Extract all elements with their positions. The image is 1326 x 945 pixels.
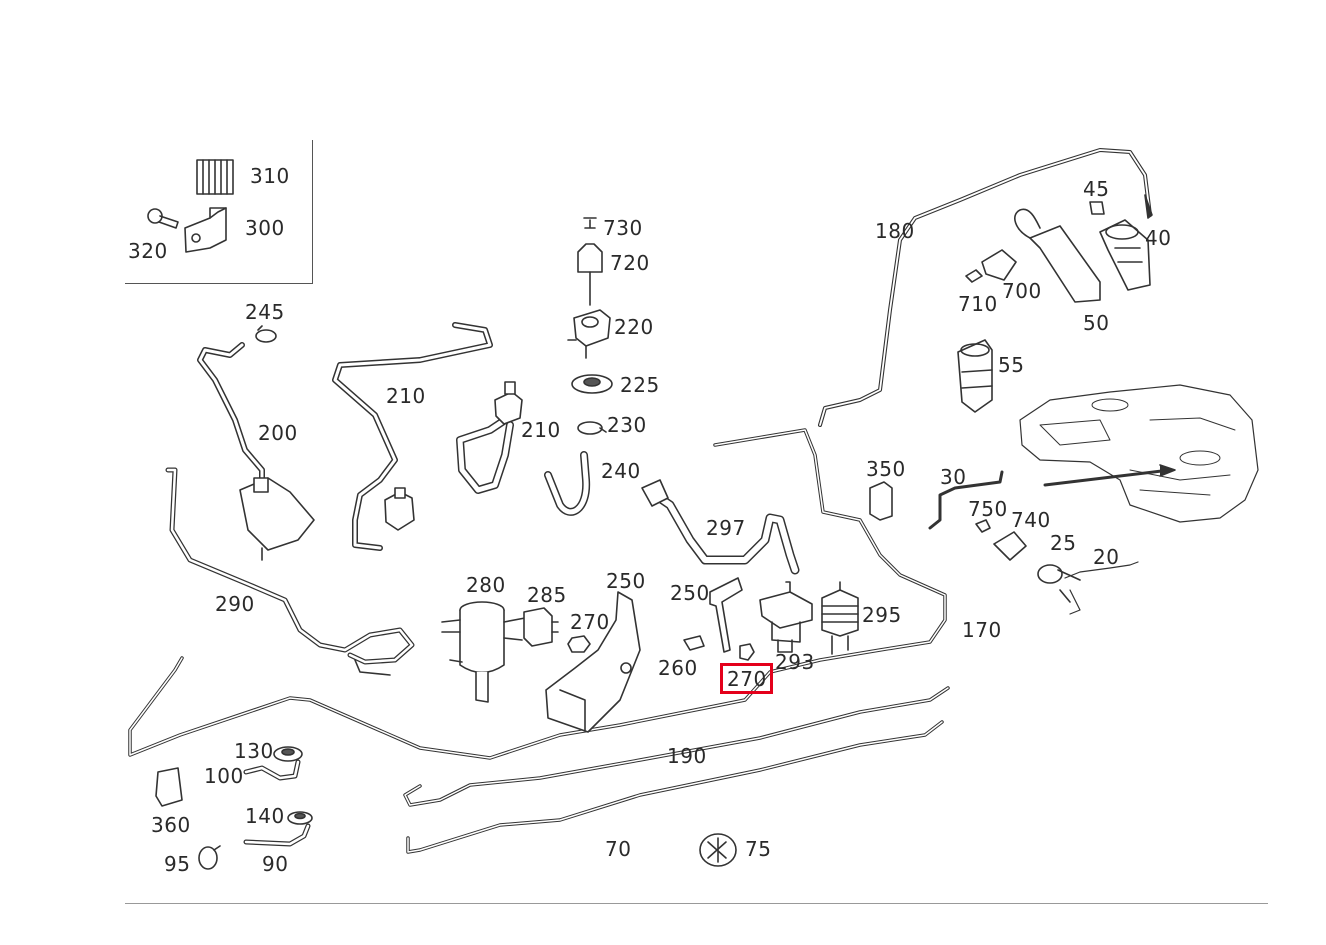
part-25-sensor-icon[interactable]	[1038, 565, 1080, 602]
label-700[interactable]: 700	[1002, 279, 1042, 303]
part-140-grommet-icon[interactable]	[288, 812, 312, 824]
label-245[interactable]: 245	[245, 300, 285, 324]
part-295-valve-icon[interactable]	[822, 582, 858, 654]
label-297[interactable]: 297	[706, 516, 746, 540]
part-350-clip-icon[interactable]	[870, 482, 892, 520]
part-280-filter-icon[interactable]	[442, 602, 525, 702]
label-270-left[interactable]: 270	[570, 610, 610, 634]
label-300[interactable]: 300	[245, 216, 285, 240]
part-40-pump-icon[interactable]	[1100, 220, 1150, 290]
label-140[interactable]: 140	[245, 804, 285, 828]
part-720-connector-icon[interactable]	[578, 244, 602, 272]
label-260[interactable]: 260	[658, 656, 698, 680]
part-230-clamp-icon[interactable]	[578, 422, 606, 434]
part-95-clamp-icon[interactable]	[199, 846, 220, 869]
label-295[interactable]: 295	[862, 603, 902, 627]
part-270-nut-right-icon[interactable]	[740, 644, 754, 660]
part-70-line-icon[interactable]	[408, 722, 942, 852]
label-270-selected[interactable]: 270	[727, 667, 767, 691]
label-210-left[interactable]: 210	[386, 384, 426, 408]
label-290[interactable]: 290	[215, 592, 255, 616]
label-50[interactable]: 50	[1083, 311, 1110, 335]
label-100[interactable]: 100	[204, 764, 244, 788]
part-210-hose-left-icon[interactable]	[335, 325, 490, 548]
part-20-wire-icon[interactable]	[1065, 562, 1138, 614]
label-170[interactable]: 170	[962, 618, 1002, 642]
part-200-hose-icon[interactable]	[200, 345, 314, 560]
part-285-sensor-icon[interactable]	[524, 608, 558, 646]
label-320[interactable]: 320	[128, 239, 168, 263]
selected-part-highlight[interactable]	[720, 663, 773, 694]
part-45-cap-icon[interactable]	[1090, 202, 1104, 214]
part-180-line-icon[interactable]	[820, 150, 1152, 425]
part-190-line-icon[interactable]	[405, 688, 948, 805]
part-270-nut-left-icon[interactable]	[568, 636, 590, 652]
part-220-valve-icon[interactable]	[568, 310, 610, 358]
label-130[interactable]: 130	[234, 739, 274, 763]
part-170-line-icon[interactable]	[130, 430, 945, 758]
label-293[interactable]: 293	[775, 650, 815, 674]
label-280[interactable]: 280	[466, 573, 506, 597]
label-55[interactable]: 55	[998, 353, 1025, 377]
part-310-grommet-icon[interactable]	[197, 160, 233, 194]
part-740-connector-icon[interactable]	[994, 532, 1026, 560]
label-240[interactable]: 240	[601, 459, 641, 483]
part-320-bolt-icon[interactable]	[148, 209, 178, 228]
part-250-bracket-left-icon[interactable]	[546, 592, 640, 732]
label-70[interactable]: 70	[605, 837, 632, 861]
part-90-hose-icon[interactable]	[246, 826, 308, 844]
label-210-right[interactable]: 210	[521, 418, 561, 442]
label-360[interactable]: 360	[151, 813, 191, 837]
label-75[interactable]: 75	[745, 837, 772, 861]
label-200[interactable]: 200	[258, 421, 298, 445]
label-750[interactable]: 750	[968, 497, 1008, 521]
part-260-bolt-icon[interactable]	[684, 636, 704, 650]
label-20[interactable]: 20	[1093, 545, 1120, 569]
part-30-line-icon[interactable]	[930, 465, 1175, 528]
part-245-clamp-icon[interactable]	[256, 326, 276, 342]
label-30[interactable]: 30	[940, 465, 967, 489]
label-225[interactable]: 225	[620, 373, 660, 397]
label-720[interactable]: 720	[610, 251, 650, 275]
part-210-hose-right-icon[interactable]	[460, 382, 522, 490]
part-293-valve-icon[interactable]	[760, 582, 812, 652]
label-250-left[interactable]: 250	[606, 569, 646, 593]
label-40[interactable]: 40	[1145, 226, 1172, 250]
part-700-connector-icon[interactable]	[982, 250, 1016, 280]
part-100-hose-icon[interactable]	[246, 762, 298, 778]
part-730-cap-icon[interactable]	[584, 218, 596, 228]
label-25[interactable]: 25	[1050, 531, 1077, 555]
label-230[interactable]: 230	[607, 413, 647, 437]
part-360-clip-icon[interactable]	[156, 768, 182, 806]
part-240-hose-icon[interactable]	[548, 455, 586, 512]
label-310[interactable]: 310	[250, 164, 290, 188]
part-55-pump-icon[interactable]	[958, 340, 992, 412]
label-730[interactable]: 730	[603, 216, 643, 240]
part-750-cap-icon[interactable]	[976, 520, 990, 532]
label-190[interactable]: 190	[667, 744, 707, 768]
label-45[interactable]: 45	[1083, 177, 1110, 201]
part-300-bracket-icon[interactable]	[185, 208, 226, 252]
part-50-filter-icon[interactable]	[1015, 209, 1100, 302]
part-710-cap-icon[interactable]	[966, 270, 982, 282]
part-225-ring-icon[interactable]	[572, 375, 612, 393]
label-285[interactable]: 285	[527, 583, 567, 607]
part-130-grommet-icon[interactable]	[274, 747, 302, 761]
fuel-tank-icon	[1020, 385, 1258, 522]
part-290-line-icon[interactable]	[168, 470, 412, 675]
label-95[interactable]: 95	[164, 852, 191, 876]
footer-divider	[125, 903, 1268, 904]
inset-frame	[125, 140, 313, 284]
label-220[interactable]: 220	[614, 315, 654, 339]
label-710[interactable]: 710	[958, 292, 998, 316]
label-740[interactable]: 740	[1011, 508, 1051, 532]
part-297-hose-icon[interactable]	[642, 480, 795, 570]
label-250-right[interactable]: 250	[670, 581, 710, 605]
part-75-grommet-icon[interactable]	[700, 834, 736, 866]
label-90[interactable]: 90	[262, 852, 289, 876]
part-250-bracket-right-icon[interactable]	[710, 578, 742, 652]
label-350[interactable]: 350	[866, 457, 906, 481]
label-180[interactable]: 180	[875, 219, 915, 243]
